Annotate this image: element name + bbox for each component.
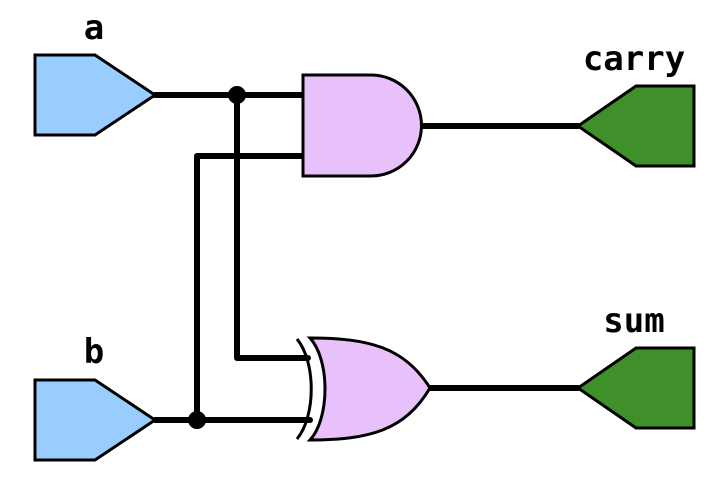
junction-dot-a (228, 86, 246, 104)
input-pin-a (33, 53, 158, 137)
output-label-carry: carry (583, 39, 685, 79)
output-pin-sum (575, 346, 696, 430)
output-pin-carry (575, 84, 696, 168)
output-label-sum: sum (603, 301, 664, 341)
junction-dot-b (188, 411, 206, 429)
input-pin-b (33, 378, 158, 462)
wire-a-to-xor (234, 92, 311, 361)
xor-gate-body (306, 336, 432, 442)
input-label-a: a (84, 8, 104, 48)
and-gate (301, 73, 423, 178)
xor-gate-back-arc (295, 338, 313, 440)
xor-gate (295, 336, 432, 442)
wires (152, 92, 581, 423)
input-label-b: b (84, 332, 104, 372)
wire-b-to-and (194, 153, 306, 423)
